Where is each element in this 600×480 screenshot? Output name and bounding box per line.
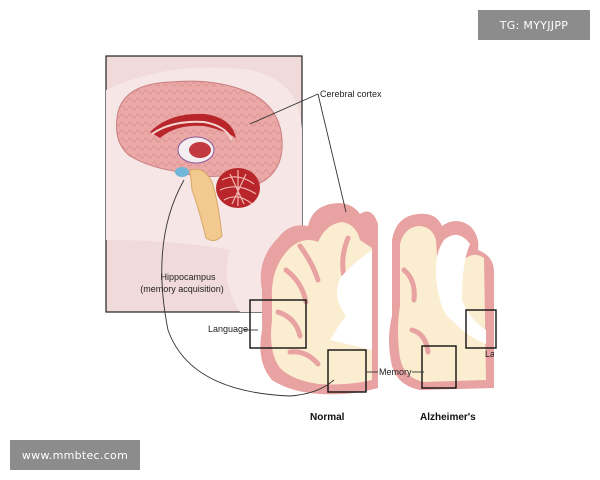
hippocampus-sublabel: (memory acquisition) <box>140 284 224 294</box>
language-label-cut: La <box>485 349 494 359</box>
hippocampus <box>175 167 189 177</box>
watermark-bottom-left: www.mmbtec.com <box>10 440 140 470</box>
alzheimers-caption: Alzheimer's <box>420 412 476 423</box>
watermark-top-right: TG: MYYJJPP <box>478 10 590 40</box>
sagittal-brain <box>116 80 283 242</box>
brainstem <box>189 168 223 242</box>
cerebral-cortex-label: Cerebral cortex <box>320 89 382 99</box>
normal-coronal-section <box>260 203 378 395</box>
language-box-normal <box>249 299 307 349</box>
language-label: Language <box>208 324 249 334</box>
cerebellum <box>216 168 260 208</box>
normal-caption: Normal <box>310 412 345 423</box>
language-box-alzheimers <box>465 309 497 349</box>
highlight-boxes <box>249 299 497 393</box>
memory-box-alzheimers <box>421 345 457 389</box>
memory-label: Memory <box>379 367 412 377</box>
memory-box-normal <box>327 349 367 393</box>
leader-lines <box>161 93 424 397</box>
alzheimers-coronal-section <box>389 213 494 390</box>
corpus-callosum <box>150 113 236 138</box>
hippocampus-label: Hippocampus <box>160 272 216 282</box>
